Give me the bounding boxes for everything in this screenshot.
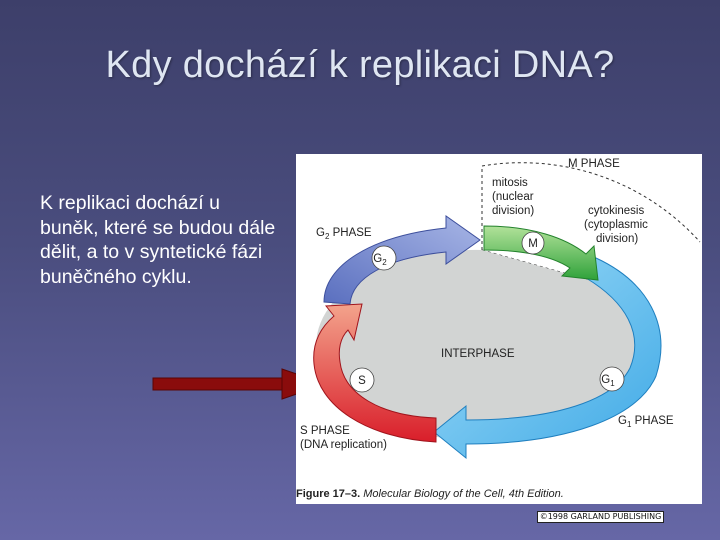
- g1-phase-label: G1 PHASE: [618, 415, 674, 429]
- figure-number: Figure 17–3.: [296, 488, 361, 500]
- g1-phase-arc: [433, 257, 662, 460]
- mitosis-label: mitosis (nuclear division): [492, 177, 537, 217]
- cell-cycle-figure: M G2 S G1 M PHASE mitosis (nuclear divis…: [296, 154, 702, 504]
- m-badge: [521, 231, 545, 255]
- arrow-shaft: [152, 377, 286, 391]
- g1-badge: [599, 366, 625, 392]
- figure-caption: Figure 17–3. Molecular Biology of the Ce…: [296, 488, 564, 500]
- s-badge: [349, 367, 375, 393]
- interphase-label: INTERPHASE: [441, 348, 515, 360]
- figure-source: Molecular Biology of the Cell, 4th Editi…: [360, 488, 564, 500]
- g2-phase-label: G2 PHASE: [316, 227, 372, 241]
- body-text: K replikaci dochází u buněk, které se bu…: [40, 192, 276, 288]
- svg-text:G2: G2: [373, 253, 387, 267]
- s-phase-arc: [313, 303, 437, 443]
- interphase-area: [316, 249, 637, 440]
- svg-text:S: S: [358, 375, 366, 387]
- g2-badge: [371, 245, 397, 271]
- copyright-notice: ©1998 GARLAND PUBLISHING: [537, 511, 664, 523]
- slide-title: Kdy dochází k replikaci DNA?: [105, 44, 615, 86]
- svg-text:M: M: [528, 238, 538, 250]
- s-phase-label: S PHASE: [300, 425, 350, 437]
- cytokinesis-label: cytokinesis (cytoplasmic division): [584, 205, 651, 245]
- s-phase-note: (DNA replication): [300, 439, 387, 451]
- m-phase-arc: [483, 225, 599, 281]
- m-phase-label: M PHASE: [568, 158, 620, 170]
- g2-phase-arc: [323, 215, 481, 305]
- svg-text:G1: G1: [601, 374, 615, 388]
